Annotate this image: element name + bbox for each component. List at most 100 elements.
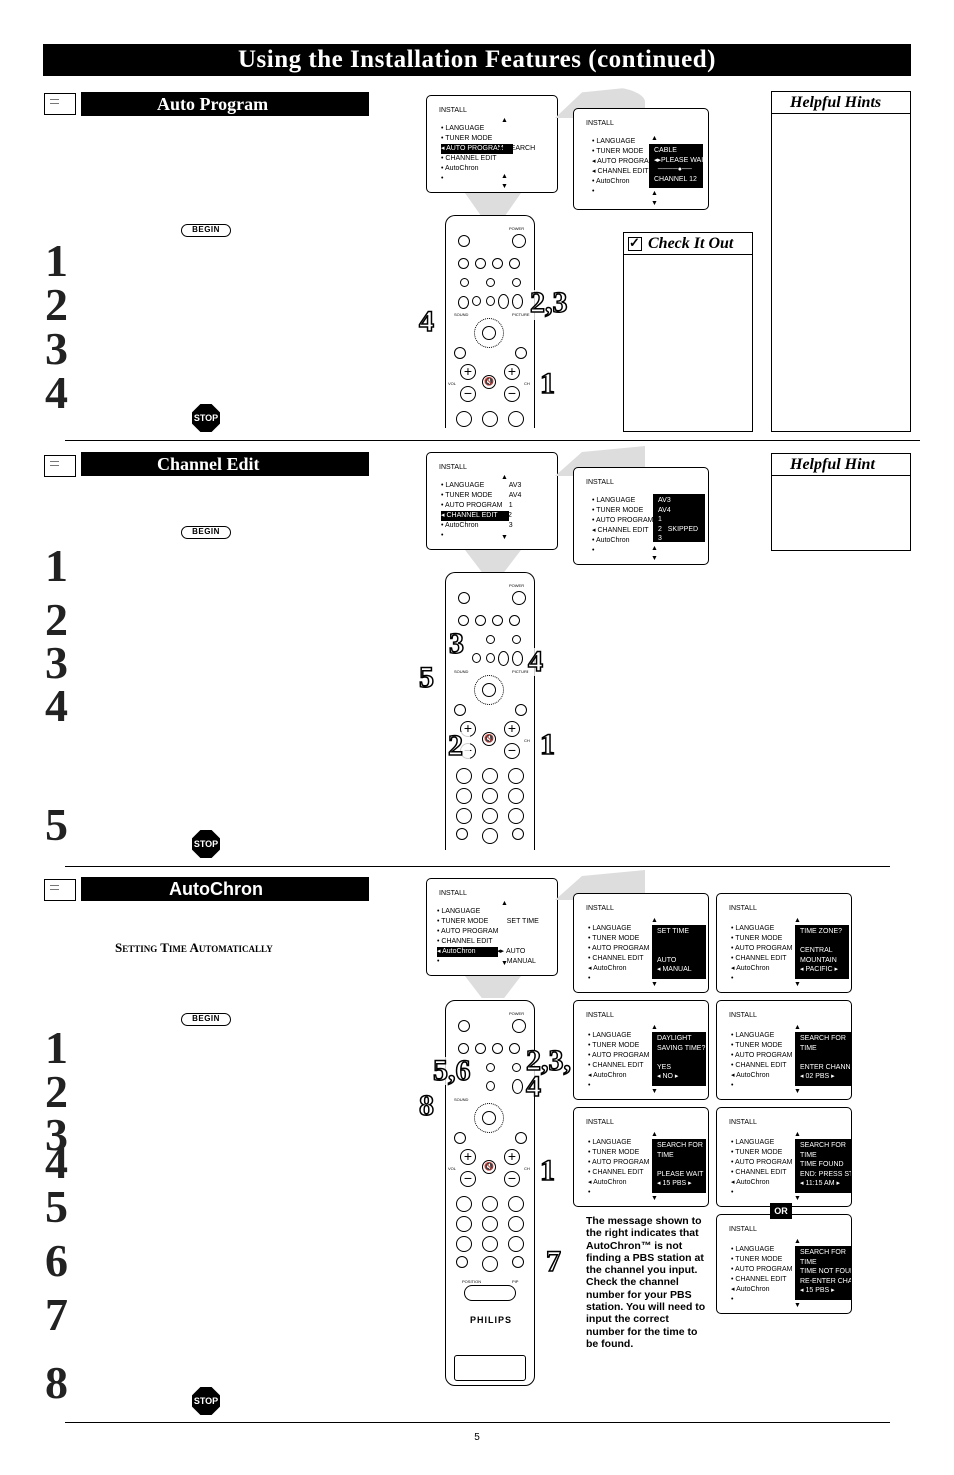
callout-number: 5: [418, 661, 435, 694]
step-number: 4: [45, 367, 68, 418]
remote-control: POWER SOUND PICTURE + + 🔇 VOL CH − −: [445, 215, 535, 428]
subheading: Setting Time Automatically: [115, 940, 273, 955]
callout-number: 1: [539, 367, 556, 400]
callout-number: 8: [418, 1089, 435, 1122]
screen-menu: • LANGUAGE• TUNER MODE• AUTO PROGRAM• CH…: [731, 925, 793, 982]
screen-menu: • LANGUAGE • TUNER MODE ◂ AUTO PROGRAM •…: [441, 124, 514, 184]
screen-header: INSTALL: [586, 1119, 614, 1126]
screen-pointer: [465, 976, 521, 998]
screen-pointer: [465, 550, 521, 572]
mute-icon[interactable]: 🔇: [482, 732, 496, 746]
screen-menu: • LANGUAGE• TUNER MODE• AUTO PROGRAM• CH…: [731, 1032, 793, 1089]
page-thumbnail-icon: [44, 455, 76, 477]
screen-header: INSTALL: [729, 905, 757, 912]
tv-screen: INSTALL • LANGUAGE• TUNER MODE• AUTO PROG…: [716, 893, 852, 993]
tv-screen: INSTALL ▲ • LANGUAGE • TUNER MODE ◂ AUTO…: [426, 95, 558, 193]
mute-icon[interactable]: 🔇: [482, 1160, 496, 1174]
screen-menu: • LANGUAGE• TUNER MODE• AUTO PROGRAM• CH…: [731, 1246, 793, 1303]
step-number: 1: [45, 540, 68, 591]
callout-number: 1: [539, 1154, 556, 1187]
stop-sign-icon: STOP: [192, 1387, 220, 1415]
helpful-hint-title: Helpful Hint: [772, 454, 910, 476]
screen-menu: • LANGUAGE• TUNER MODE• AUTO PROGRAM• CH…: [731, 1139, 793, 1196]
brand-logo: PHILIPS: [469, 1315, 512, 1325]
tv-screen: INSTALL • LANGUAGE• TUNER MODE• AUTO PROG…: [573, 1000, 709, 1100]
begin-badge: BEGIN: [181, 224, 231, 237]
menu-select-button[interactable]: [515, 704, 527, 716]
status-exit-button[interactable]: [454, 347, 466, 359]
step-number: 4: [45, 1137, 68, 1188]
menu-select-button[interactable]: [515, 1132, 527, 1144]
tv-screen: INSTALL• LANGUAGE• TUNER MODE• AUTO PROG…: [573, 1107, 709, 1207]
screen-header: INSTALL: [439, 464, 467, 471]
tv-screen: INSTALL • LANGUAGE• TUNER MODE• AUTO PROG…: [716, 1000, 852, 1100]
screen-menu: • LANGUAGE • TUNER MODE ◂ AUTO PROGRAM ◂…: [592, 138, 655, 195]
step-number: 2: [45, 1066, 68, 1117]
callout-number: 2,3, 4: [525, 1044, 572, 1103]
step-number: 1: [45, 235, 68, 286]
helpful-hints-title: Helpful Hints: [772, 92, 910, 114]
step-number: 2: [45, 279, 68, 330]
power-button[interactable]: [512, 234, 526, 248]
helpful-hint-box: Helpful Hint: [771, 453, 911, 551]
status-exit-button[interactable]: [454, 1132, 466, 1144]
channel-list: AV3 AV4 1 ◂▸ 2 3: [499, 482, 522, 529]
stop-sign-icon: STOP: [192, 404, 220, 432]
tv-screen: INSTALL • LANGUAGE • TUNER MODE • AUTO P…: [573, 467, 709, 565]
tv-screen: INSTALL ▲ • LANGUAGE • TUNER MODE • AUTO…: [426, 878, 558, 976]
screen-dialog: AV3 AV4 1 2 SKIPPED 3: [653, 494, 705, 542]
callout-number: 2,3: [529, 286, 568, 319]
screen-menu: • LANGUAGE • TUNER MODE • AUTO PROGRAM ◂…: [592, 497, 654, 554]
callout-number: 7: [545, 1245, 562, 1278]
remote-control: POWER SOUND PICTURE + + 🔇 CH − −: [445, 572, 535, 850]
page-number: 5: [474, 1432, 480, 1443]
step-number: 1: [45, 1022, 68, 1073]
power-button[interactable]: [512, 591, 526, 605]
screen-dialog: SET TIME AUTO◂ MANUAL: [652, 925, 706, 979]
section-heading-auto-program: Auto Program: [81, 92, 369, 116]
screen-header: INSTALL: [586, 479, 614, 486]
screen-menu: • LANGUAGE• TUNER MODE• AUTO PROGRAM• CH…: [588, 925, 650, 982]
screen-header: INSTALL: [586, 905, 614, 912]
callout-number: 2: [447, 729, 464, 762]
power-button[interactable]: [512, 1019, 526, 1033]
check-it-out-box: Check It Out ✓: [623, 232, 753, 432]
begin-badge: BEGIN: [181, 1013, 231, 1026]
step-number: 8: [45, 1357, 68, 1408]
tv-screen: INSTALL • LANGUAGE• TUNER MODE• AUTO PROG…: [716, 1107, 852, 1207]
screen-menu: • LANGUAGE • TUNER MODE • AUTO PROGRAM ◂…: [441, 481, 510, 541]
screen-header: INSTALL: [729, 1119, 757, 1126]
callout-number: 4: [527, 645, 544, 678]
screen-option: SEARCH: [505, 145, 536, 152]
step-number: 3: [45, 637, 68, 688]
tv-screen: INSTALL ▲ • LANGUAGE • TUNER MODE • AUTO…: [426, 452, 558, 550]
step-number: 2: [45, 594, 68, 645]
begin-badge: BEGIN: [181, 526, 231, 539]
step-number: 3: [45, 1109, 68, 1160]
step-number: 3: [45, 323, 68, 374]
mute-icon[interactable]: 🔇: [482, 375, 496, 389]
tv-screen: INSTALL • LANGUAGE • TUNER MODE ◂ AUTO P…: [573, 108, 709, 210]
or-badge: OR: [770, 1203, 792, 1219]
stop-sign-icon: STOP: [192, 830, 220, 858]
callout-number: 1: [539, 728, 556, 761]
page-title: Using the Installation Features (continu…: [43, 44, 911, 76]
step-number: 6: [45, 1235, 68, 1286]
page-thumbnail-icon: [44, 93, 76, 115]
menu-select-button[interactable]: [515, 347, 527, 359]
status-exit-button[interactable]: [454, 704, 466, 716]
step-number: 5: [45, 1181, 68, 1232]
note-text: The message shown to the right indicates…: [586, 1215, 706, 1350]
section-divider: [65, 440, 920, 441]
screen-header: INSTALL: [586, 1012, 614, 1019]
screen-header: INSTALL: [729, 1012, 757, 1019]
screen-menu: • LANGUAGE• TUNER MODE• AUTO PROGRAM• CH…: [588, 1032, 650, 1089]
screen-header: INSTALL: [439, 107, 467, 114]
screen-menu: • LANGUAGE • TUNER MODE • AUTO PROGRAM •…: [437, 908, 499, 965]
screen-pointer: [465, 193, 521, 217]
